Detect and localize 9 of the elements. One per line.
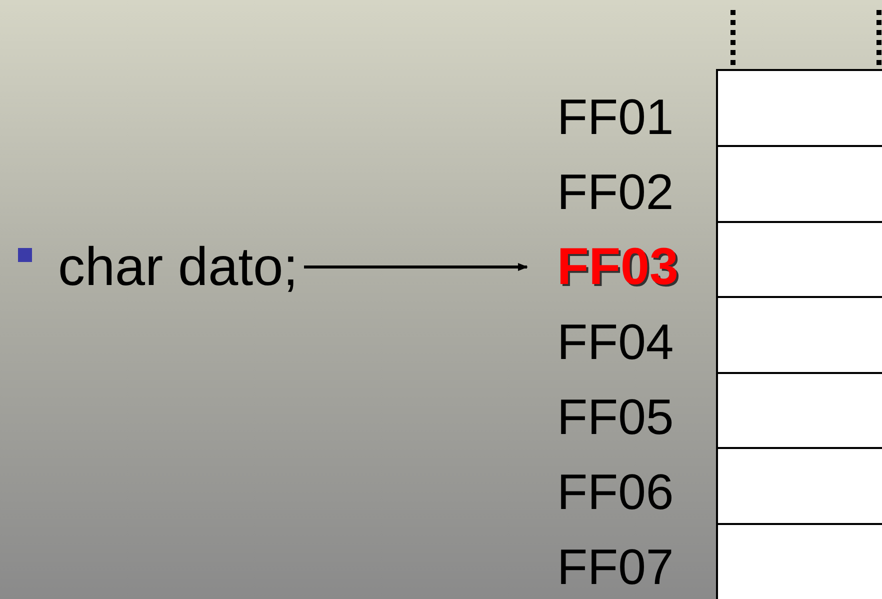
arrow	[304, 263, 528, 271]
declaration-text: char dato;	[58, 240, 298, 294]
address-text: FF05	[557, 392, 674, 442]
address-text: FF03	[557, 241, 678, 293]
address-text: FF02	[557, 167, 674, 217]
address-text: FF06	[557, 467, 674, 517]
address-text: FF04	[557, 317, 674, 367]
address-text: FF07	[557, 542, 674, 592]
address-text: FF01	[557, 92, 674, 142]
